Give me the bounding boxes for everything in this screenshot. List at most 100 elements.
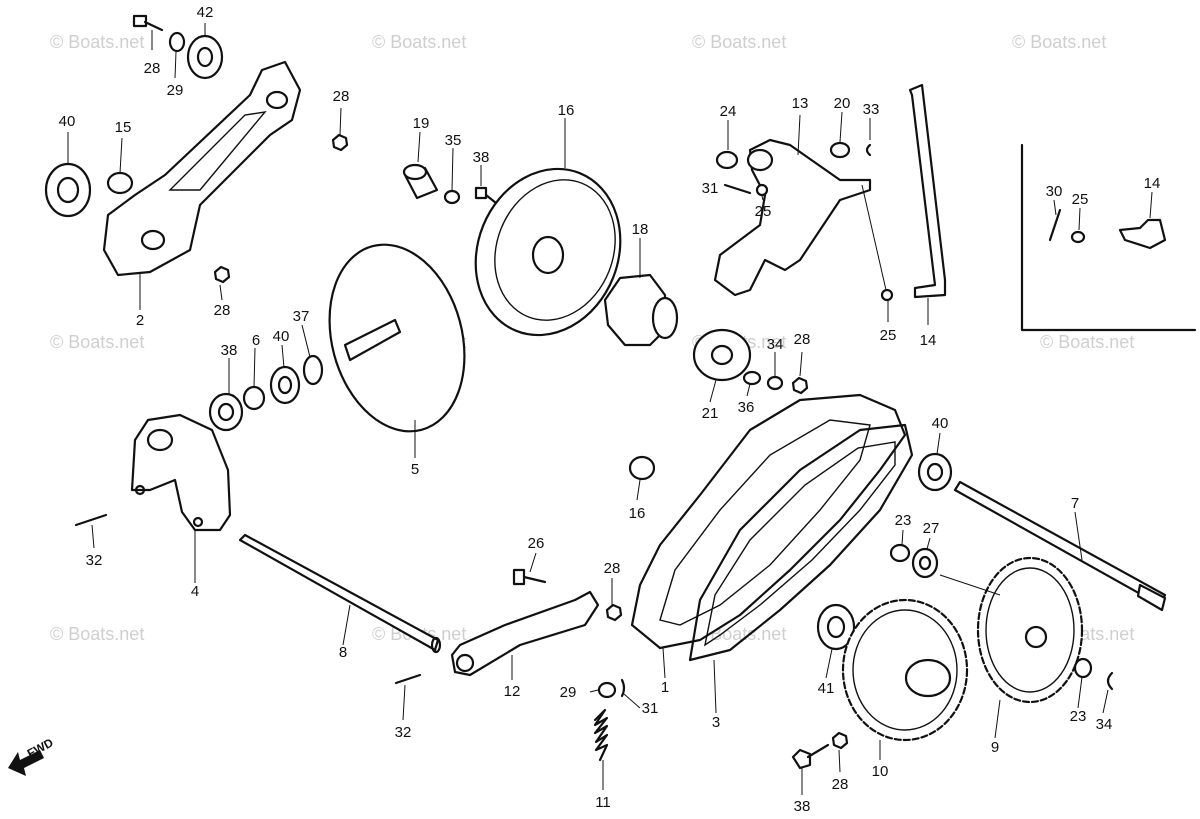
- swing-arm-2-icon: [102, 60, 302, 277]
- fwd-arrow-icon: FWD: [8, 735, 56, 776]
- callout-label: 25: [880, 327, 897, 344]
- callout-label: 30: [1046, 183, 1063, 200]
- shift-arm-12-icon: [450, 590, 600, 677]
- callout-label: 26: [528, 535, 545, 552]
- callout-label: 32: [395, 724, 412, 741]
- callout-label: 9: [991, 739, 999, 756]
- pin-32-icon: [74, 513, 108, 527]
- washer-34-icon: [766, 375, 784, 391]
- bearing-42-icon: [186, 34, 224, 80]
- washer-29-icon: [168, 31, 186, 53]
- lever-rod-15-icon: [908, 83, 947, 299]
- callout-label: 34: [767, 336, 784, 353]
- callout-label: 8: [339, 644, 347, 661]
- callout-label: 1: [661, 679, 669, 696]
- callout-label: 28: [333, 88, 350, 105]
- callout-label: 16: [558, 102, 575, 119]
- callout-label: 23: [895, 512, 912, 529]
- nut-28-icon: [605, 603, 623, 622]
- callout-label: 40: [932, 415, 949, 432]
- callout-label: 37: [293, 308, 310, 325]
- bolt-38-icon: [791, 743, 830, 770]
- nut-28-icon: [331, 133, 349, 152]
- callout-label: 12: [504, 683, 521, 700]
- callout-label: 7: [1071, 495, 1079, 512]
- callout-label: 20: [834, 95, 851, 112]
- callout-label: 18: [632, 221, 649, 238]
- bolt-37-icon: [474, 186, 498, 205]
- drum-18-icon: [474, 167, 622, 337]
- callout-label: 14: [1144, 175, 1161, 192]
- washer-25-icon: [755, 183, 769, 197]
- callout-label: 23: [1070, 708, 1087, 725]
- bearing-40-icon: [917, 452, 953, 492]
- bearing-41-icon: [44, 162, 92, 218]
- callout-label: 34: [1096, 716, 1113, 733]
- washer-29-icon: [597, 681, 617, 699]
- callout-label: 41: [818, 680, 835, 697]
- collar-16-icon: [106, 171, 134, 195]
- washer-22-icon: [829, 141, 851, 159]
- watermark: © Boats.net: [50, 32, 144, 52]
- callout-label: 28: [144, 60, 161, 77]
- callout-label: 28: [832, 776, 849, 793]
- collar-20-icon: [402, 163, 439, 200]
- circlip-33-icon: [865, 143, 872, 157]
- watermark: © Boats.net: [1040, 332, 1134, 352]
- shaft-8-icon: [238, 533, 442, 654]
- watermark: © Boats.net: [50, 332, 144, 352]
- callout-label: 40: [273, 328, 290, 345]
- callout-label: 19: [413, 115, 430, 132]
- callout-label: 14: [920, 332, 937, 349]
- callout-numbers: 28 29 42 40 15 2 28 28 19 35 38 16 18 5 …: [59, 4, 1161, 815]
- callout-label: 38: [221, 342, 238, 359]
- fork-bracket-13-icon: [713, 138, 872, 297]
- callout-label: 6: [252, 332, 260, 349]
- callout-label: 2: [136, 312, 144, 329]
- watermark: © Boats.net: [50, 624, 144, 644]
- callout-label: 10: [872, 763, 889, 780]
- bearing-40-icon: [208, 392, 244, 432]
- callout-label: 3: [712, 714, 720, 731]
- gasket-3-icon: [688, 423, 914, 662]
- callout-label: 31: [642, 700, 659, 717]
- hub-19-icon: [603, 273, 679, 347]
- callout-label: 38: [794, 798, 811, 815]
- callout-label: 31: [702, 180, 719, 197]
- callout-label: 25: [1072, 191, 1089, 208]
- bracket-4-icon: [130, 413, 232, 532]
- nut-28-icon: [213, 265, 231, 284]
- circlip-36-icon: [302, 354, 324, 386]
- washer-24-icon: [715, 150, 739, 170]
- callout-label: 21: [702, 405, 719, 422]
- callout-label: 13: [792, 95, 809, 112]
- circlip-33-icon: [1106, 671, 1114, 691]
- callout-label: 28: [604, 560, 621, 577]
- callout-label: 32: [86, 552, 103, 569]
- callout-label: 27: [923, 520, 940, 537]
- watermark: © Boats.net: [372, 32, 466, 52]
- watermarks: © Boats.net © Boats.net © Boats.net © Bo…: [50, 32, 1134, 644]
- callout-label: 29: [560, 684, 577, 701]
- collar-16-icon: [628, 455, 656, 481]
- callout-label: 11: [595, 794, 611, 811]
- gear-10-icon: [841, 598, 969, 742]
- washer-25-icon: [1070, 230, 1086, 244]
- washer-23-icon: [889, 543, 911, 563]
- callout-label: 15: [115, 119, 132, 136]
- callout-label: 42: [197, 4, 214, 21]
- gear-9-icon: [976, 556, 1084, 704]
- callout-label: 38: [473, 149, 490, 166]
- pin-30-icon: [1048, 208, 1062, 242]
- bearing-40-icon: [269, 365, 301, 405]
- callout-label: 40: [59, 113, 76, 130]
- shaft-7-icon: [953, 480, 1167, 612]
- callout-label: 36: [738, 399, 755, 416]
- watermark: © Boats.net: [692, 32, 786, 52]
- callout-label: 33: [863, 101, 880, 118]
- bolt-26-icon: [512, 568, 547, 586]
- cotter-pin-31-icon: [723, 183, 752, 195]
- callout-label: 16: [629, 505, 646, 522]
- callout-label: 35: [445, 132, 462, 149]
- spring-11-icon: [593, 708, 609, 762]
